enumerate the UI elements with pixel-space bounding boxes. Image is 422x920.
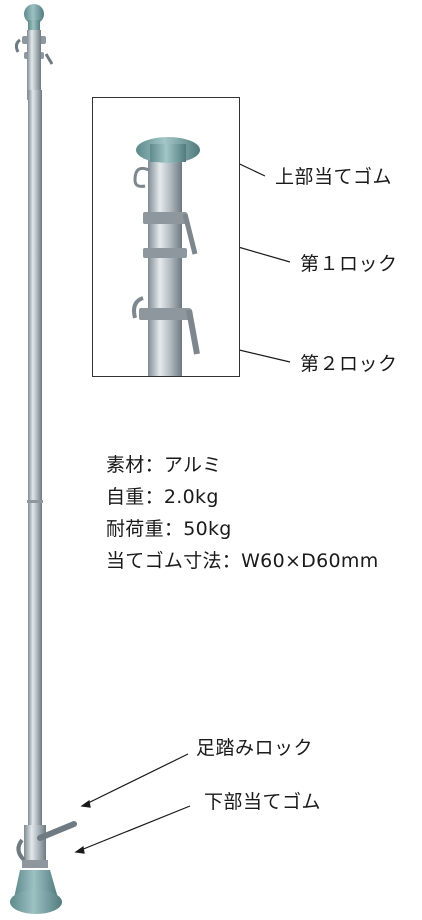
top-lock-mechanism [14,30,54,100]
callout-lock-1: 第１ロック [300,253,398,275]
bottom-rubber-cap [10,870,62,914]
callout-foot-lock: 足踏みロック [196,737,314,759]
detail-inset [92,97,240,377]
spec-load-capacity: 耐荷重：50kg [106,518,232,540]
spec-material: 素材：アルミ [106,454,222,476]
top-rubber-cap [24,4,44,30]
pole-shaft [28,90,42,830]
spec-rubber-size: 当てゴム寸法：W60×D60mm [106,550,379,572]
callout-bottom-rubber: 下部当てゴム [204,791,322,813]
callout-lock-2: 第２ロック [300,353,398,375]
spec-weight: 自重：2.0kg [106,486,219,508]
callout-top-rubber: 上部当てゴム [275,166,393,188]
foot-lock-mechanism [16,821,77,868]
inset-detail-illustration [132,137,200,376]
